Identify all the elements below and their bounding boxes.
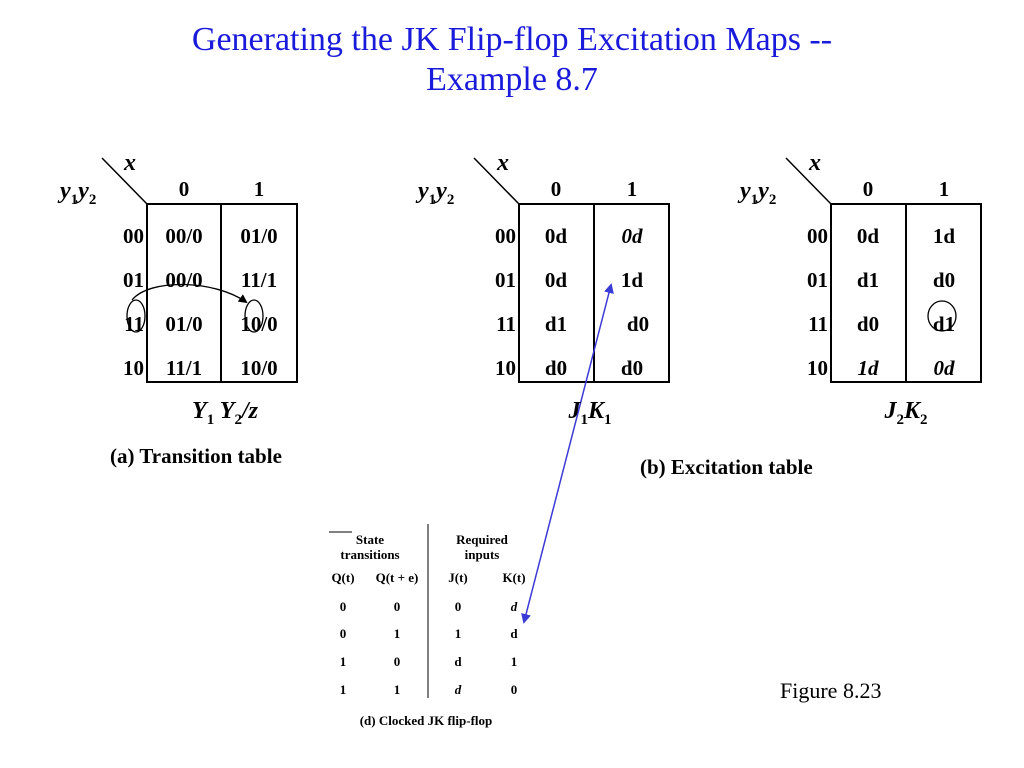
jk-cell: 0 <box>393 599 401 614</box>
blue-link-arrow <box>521 283 614 624</box>
map-j2k2-row-00: 00 <box>807 224 828 248</box>
map-j1k1-col-0: 0 <box>550 177 562 201</box>
map-j2k2-cell: 1d <box>932 224 956 248</box>
map-j2k2-cell: d1 <box>932 312 956 336</box>
jk-cell: 1 <box>393 626 401 641</box>
title-line-2: Example 8.7 <box>426 61 598 98</box>
jk-cell: d <box>510 599 518 614</box>
figure-label: Figure 8.23 <box>780 678 882 703</box>
transition-curve-arrow <box>131 283 248 304</box>
map-j1k1-row-01: 01 <box>495 268 516 292</box>
map-j1k1-name: J1K1 <box>568 398 612 428</box>
map-j1k1-cell: d0 <box>620 356 644 380</box>
j2k2-map-grid <box>785 157 982 383</box>
jk-cell: 0 <box>454 599 462 614</box>
jk-cell: 0 <box>393 654 401 669</box>
map-j2k2-row-11: 11 <box>808 312 828 336</box>
transition-caption: (a) Transition table <box>110 444 282 468</box>
map-a-cell: 00/0 <box>165 268 203 292</box>
jk-cell: 1 <box>339 682 347 697</box>
map-a-cell: 10/0 <box>240 312 278 336</box>
map-j2k2-col-1: 1 <box>938 177 950 201</box>
map-a-cell: 01/0 <box>240 224 278 248</box>
map-j2k2-cell: d0 <box>856 312 880 336</box>
excitation-caption: (b) Excitation table <box>640 455 813 479</box>
highlight-circle-right <box>244 299 264 333</box>
map-j2k2-corner-x: x <box>809 150 821 176</box>
jk-header-kt: K(t) <box>502 570 526 585</box>
map-j2k2-col-0: 0 <box>862 177 874 201</box>
map-a-col-1: 1 <box>253 177 265 201</box>
map-a-col-0: 0 <box>178 177 190 201</box>
map-a-row-00: 00 <box>123 224 144 248</box>
map-a-cell: 01/0 <box>165 312 203 336</box>
jk-cell: 1 <box>454 626 462 641</box>
jk-group-state-transitions: State transitions <box>340 532 400 562</box>
map-j2k2-corner-y: y1y2 <box>740 178 777 208</box>
jk-header-jt: J(t) <box>448 570 468 585</box>
map-j2k2-cell: 0d <box>856 224 880 248</box>
map-j1k1-cell: d0 <box>544 356 568 380</box>
map-j1k1-cell: d1 <box>544 312 568 336</box>
map-j2k2-name: J2K2 <box>884 398 928 428</box>
jk-header-qte: Q(t + e) <box>375 570 419 585</box>
map-j1k1-cell: 0d <box>544 224 568 248</box>
jk-cell: 1 <box>339 654 347 669</box>
map-a-cell: 10/0 <box>240 356 278 380</box>
map-j2k2-row-10: 10 <box>807 356 828 380</box>
map-j1k1-cell: 1d <box>620 268 644 292</box>
highlight-circle-j2k2 <box>927 300 957 332</box>
map-a-row-11: 11 <box>124 312 144 336</box>
map-j2k2-cell: 0d <box>933 356 955 380</box>
jk-cell: 1 <box>393 682 401 697</box>
highlight-circle-left <box>126 299 146 333</box>
map-j2k2-cell: 1d <box>857 356 879 380</box>
map-a-row-01: 01 <box>123 268 144 292</box>
map-j1k1-row-00: 00 <box>495 224 516 248</box>
map-a-cell: 11/1 <box>165 356 203 380</box>
map-j1k1-col-1: 1 <box>626 177 638 201</box>
map-j1k1-cell: d0 <box>626 312 650 336</box>
jk-cell: 0 <box>339 626 347 641</box>
map-j1k1-cell: 0d <box>544 268 568 292</box>
map-j1k1-row-11: 11 <box>496 312 516 336</box>
jk-cell: d <box>454 682 462 697</box>
map-a-row-10: 10 <box>123 356 144 380</box>
map-j1k1-row-10: 10 <box>495 356 516 380</box>
map-j1k1-cell: 0d <box>621 224 643 248</box>
jk-cell: 0 <box>510 682 518 697</box>
jk-cell: d <box>454 654 462 669</box>
transition-map-grid <box>101 157 298 383</box>
map-a-cell: 00/0 <box>165 224 203 248</box>
jk-table-caption: (d) Clocked JK flip-flop <box>359 713 493 728</box>
jk-cell: d <box>510 626 518 641</box>
map-j1k1-corner-y: y1y2 <box>418 178 455 208</box>
map-a-corner-x: x <box>124 150 136 176</box>
page-title: Generating the JK Flip-flop Excitation M… <box>0 20 1024 100</box>
jk-cell: 0 <box>339 599 347 614</box>
map-j2k2-cell: d0 <box>932 268 956 292</box>
map-j2k2-row-01: 01 <box>807 268 828 292</box>
jk-header-qt: Q(t) <box>331 570 355 585</box>
map-j2k2-cell: d1 <box>856 268 880 292</box>
jk-group-required-inputs: Required inputs <box>456 532 508 562</box>
map-a-name: Y1 Y2/z <box>192 398 258 428</box>
map-a-corner-y: y1y2 <box>60 178 97 208</box>
jk-cell: 1 <box>510 654 518 669</box>
map-a-cell: 11/1 <box>240 268 278 292</box>
map-j1k1-corner-x: x <box>497 150 509 176</box>
title-line-1: Generating the JK Flip-flop Excitation M… <box>191 21 833 58</box>
